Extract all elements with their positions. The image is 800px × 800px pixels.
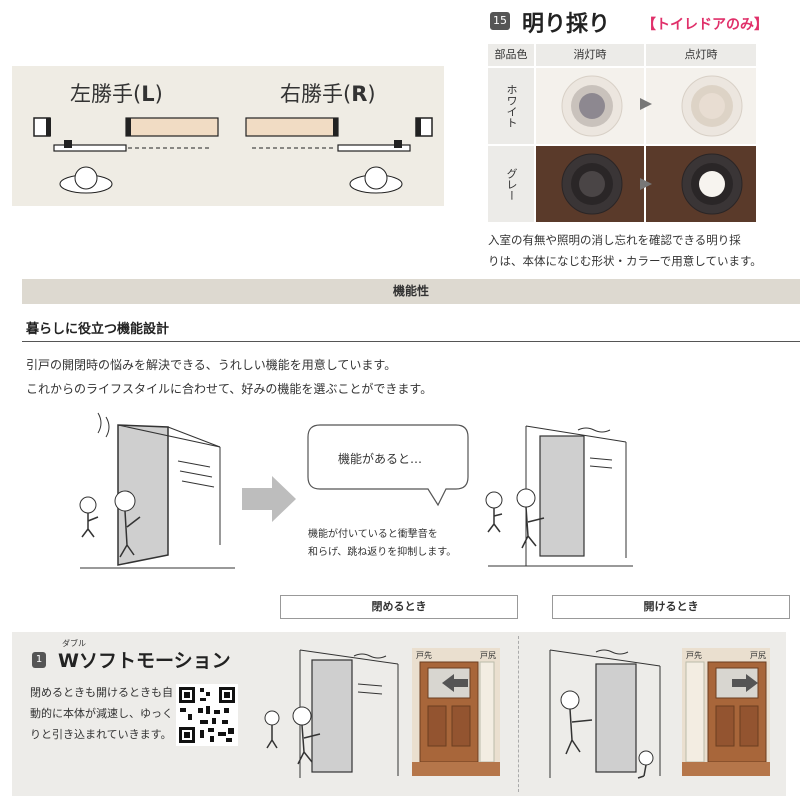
light-window-description: 入室の有無や照明の消し忘れを確認できる明り採 りは、本体になじむ形状・カラーで用… (488, 233, 762, 268)
closing-person-illustration (264, 649, 399, 778)
door-edge-label: 戸先 (416, 651, 432, 660)
door-tail-label: 戸尻 (750, 651, 766, 660)
w-soft-motion-title: Wソフトモーション (58, 650, 231, 672)
w-soft-motion-description: 閉めるときも開けるときも自 動的に本体が減速し、ゆっく りと引き込まれていきます… (30, 686, 173, 741)
header-part-color: 部品色 (488, 44, 534, 66)
section-number-badge: 15 (490, 12, 510, 30)
intro-line-1: 引戸の開閉時の悩みを解決できる、うれしい機能を用意しています。 (26, 358, 397, 372)
light-window-title: 明り採り (522, 12, 611, 37)
panel-divider (518, 636, 520, 792)
big-arrow-right-icon (242, 476, 296, 522)
arrow-right-icon (640, 178, 652, 190)
function-heading: 暮らしに役立つ機能設計 (26, 322, 170, 337)
toilet-only-note: 【トイレドアのみ】 (642, 17, 768, 33)
heading-divider (22, 341, 800, 342)
gray-off-photo (536, 146, 644, 222)
person-right-icon (349, 166, 403, 194)
person-left-icon (59, 166, 113, 194)
feature-number-badge: 1 (32, 652, 46, 668)
gray-on-photo (646, 146, 756, 222)
right-hand-label: 右勝手(R) (280, 82, 376, 106)
header-off: 消灯時 (536, 44, 644, 66)
door-tail-label: 戸尻 (480, 651, 496, 660)
qr-code-icon[interactable] (176, 684, 238, 746)
w-ruby-text: ダブル (62, 639, 86, 648)
soft-close-illustration (485, 425, 633, 567)
white-off-photo (536, 68, 644, 144)
effect-description: 機能が付いていると衝撃音を 和らげ、跳ね返りを抑制します。 (308, 529, 457, 558)
caption-closing: 閉めるとき (280, 595, 518, 619)
opening-person-illustration (549, 649, 661, 779)
closing-door-photo: 戸先 戸尻 (412, 648, 500, 776)
left-hand-label: 左勝手(L) (70, 82, 163, 106)
opening-door-photo: 戸先 戸尻 (682, 648, 770, 776)
door-plan-drawing (33, 117, 433, 194)
row-label-gray: グレー (488, 146, 534, 222)
white-on-photo (646, 68, 756, 144)
handedness-diagram: 左勝手(L) 右勝手(R) (12, 66, 444, 206)
intro-line-2: これからのライフスタイルに合わせて、好みの機能を選ぶことができます。 (26, 382, 433, 396)
speech-bubble (307, 424, 469, 507)
header-on: 点灯時 (646, 44, 756, 66)
arrow-right-icon (640, 98, 652, 110)
caption-opening: 開けるとき (552, 595, 790, 619)
section-band-function: 機能性 (22, 279, 800, 304)
door-edge-label: 戸先 (686, 651, 702, 660)
bubble-text: 機能があると… (338, 452, 423, 466)
row-label-white: ホワイト (488, 68, 534, 144)
w-soft-motion-panel (12, 632, 786, 796)
door-slam-illustration (79, 412, 235, 569)
